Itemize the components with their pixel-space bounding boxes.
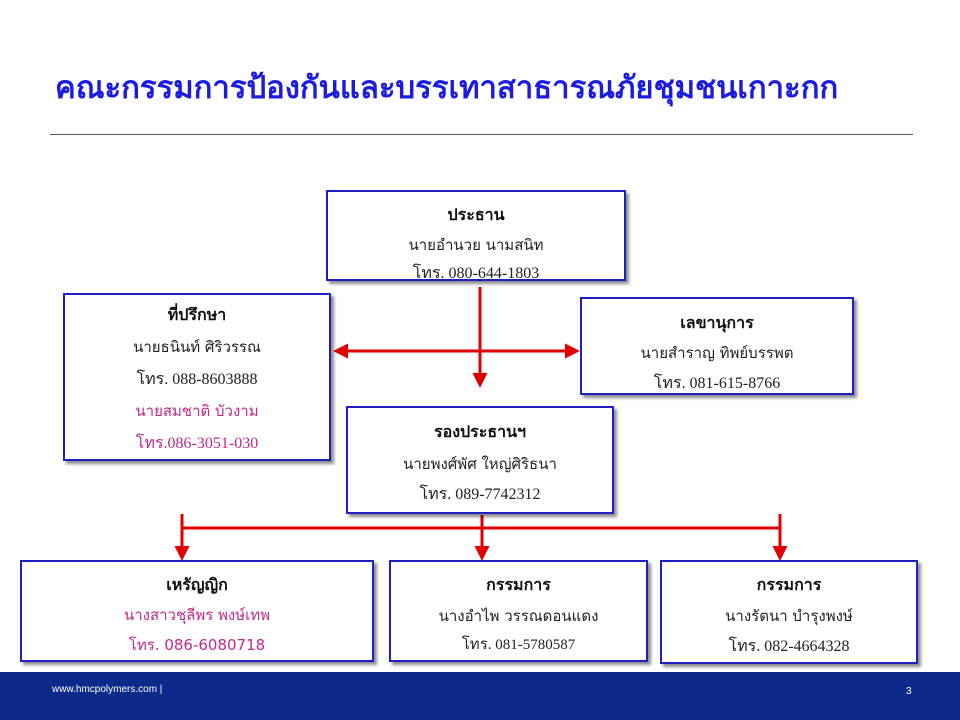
secretary-heading: เลขานุการ: [680, 313, 754, 332]
treasurer-box: เหรัญญิก นางสาวชุลีพร พงษ์เทพ โทร. 086-6…: [20, 560, 374, 662]
committee-member-2-phone: โทร. 082-4664328: [728, 638, 850, 655]
advisor-phone: โทร. 088-8603888: [136, 371, 258, 388]
advisor-box: ที่ปรึกษา นายธนินท์ ศิริวรรณ โทร. 088-86…: [63, 293, 331, 461]
chairman-phone: โทร. 080-644-1803: [412, 265, 540, 282]
slide-title: คณะกรรมการป้องกันและบรรเทาสาธารณภัยชุมชน…: [55, 70, 839, 106]
advisor-phone-2: โทร.086-3051-030: [135, 435, 259, 452]
treasurer-heading: เหรัญญิก: [166, 575, 228, 594]
secretary-name: นายสำราญ ทิพย์บรรพต: [640, 344, 794, 362]
advisor-heading: ที่ปรึกษา: [167, 305, 227, 324]
vice-chairman-heading: รองประธานฯ: [433, 422, 527, 441]
chairman-name: นายอำนวย นามสนิท: [408, 236, 544, 254]
committee-member-1-box: กรรมการ นางอำไพ วรรณดอนแดง โทร. 081-5780…: [389, 560, 648, 662]
page-number: 3: [906, 686, 912, 697]
footer-bar: www.hmcpolymers.com | 3: [0, 672, 960, 720]
committee-member-2-name: นางรัตนา บำรุงพงษ์: [725, 607, 853, 625]
committee-member-2-box: กรรมการ นางรัตนา บำรุงพงษ์ โทร. 082-4664…: [660, 560, 918, 664]
vice-chairman-name: นายพงศ์พัศ ใหญ่ศิริธนา: [403, 455, 557, 473]
committee-member-1-name: นางอำไพ วรรณดอนแดง: [438, 607, 599, 625]
committee-member-1-phone: โทร. 081-5780587: [461, 637, 576, 653]
advisor-name-2: นายสมชาติ บัวงาม: [135, 402, 259, 420]
vice-chairman-phone: โทร. 089-7742312: [419, 486, 541, 503]
title-divider: [50, 134, 913, 135]
committee-member-2-heading: กรรมการ: [756, 575, 822, 594]
treasurer-name: นางสาวชุลีพร พงษ์เทพ: [123, 606, 271, 624]
secretary-box: เลขานุการ นายสำราญ ทิพย์บรรพต โทร. 081-6…: [580, 297, 854, 395]
secretary-phone: โทร. 081-615-8766: [653, 375, 781, 392]
treasurer-phone: โทร. 086-6080718: [128, 636, 266, 654]
committee-member-1-heading: กรรมการ: [486, 575, 551, 594]
chairman-box: ประธาน นายอำนวย นามสนิท โทร. 080-644-180…: [326, 190, 626, 282]
footer-url: www.hmcpolymers.com |: [52, 684, 163, 695]
advisor-name: นายธนินท์ ศิริวรรณ: [133, 338, 261, 356]
vice-chairman-box: รองประธานฯ นายพงศ์พัศ ใหญ่ศิริธนา โทร. 0…: [346, 406, 614, 514]
chairman-heading: ประธาน: [447, 205, 505, 224]
